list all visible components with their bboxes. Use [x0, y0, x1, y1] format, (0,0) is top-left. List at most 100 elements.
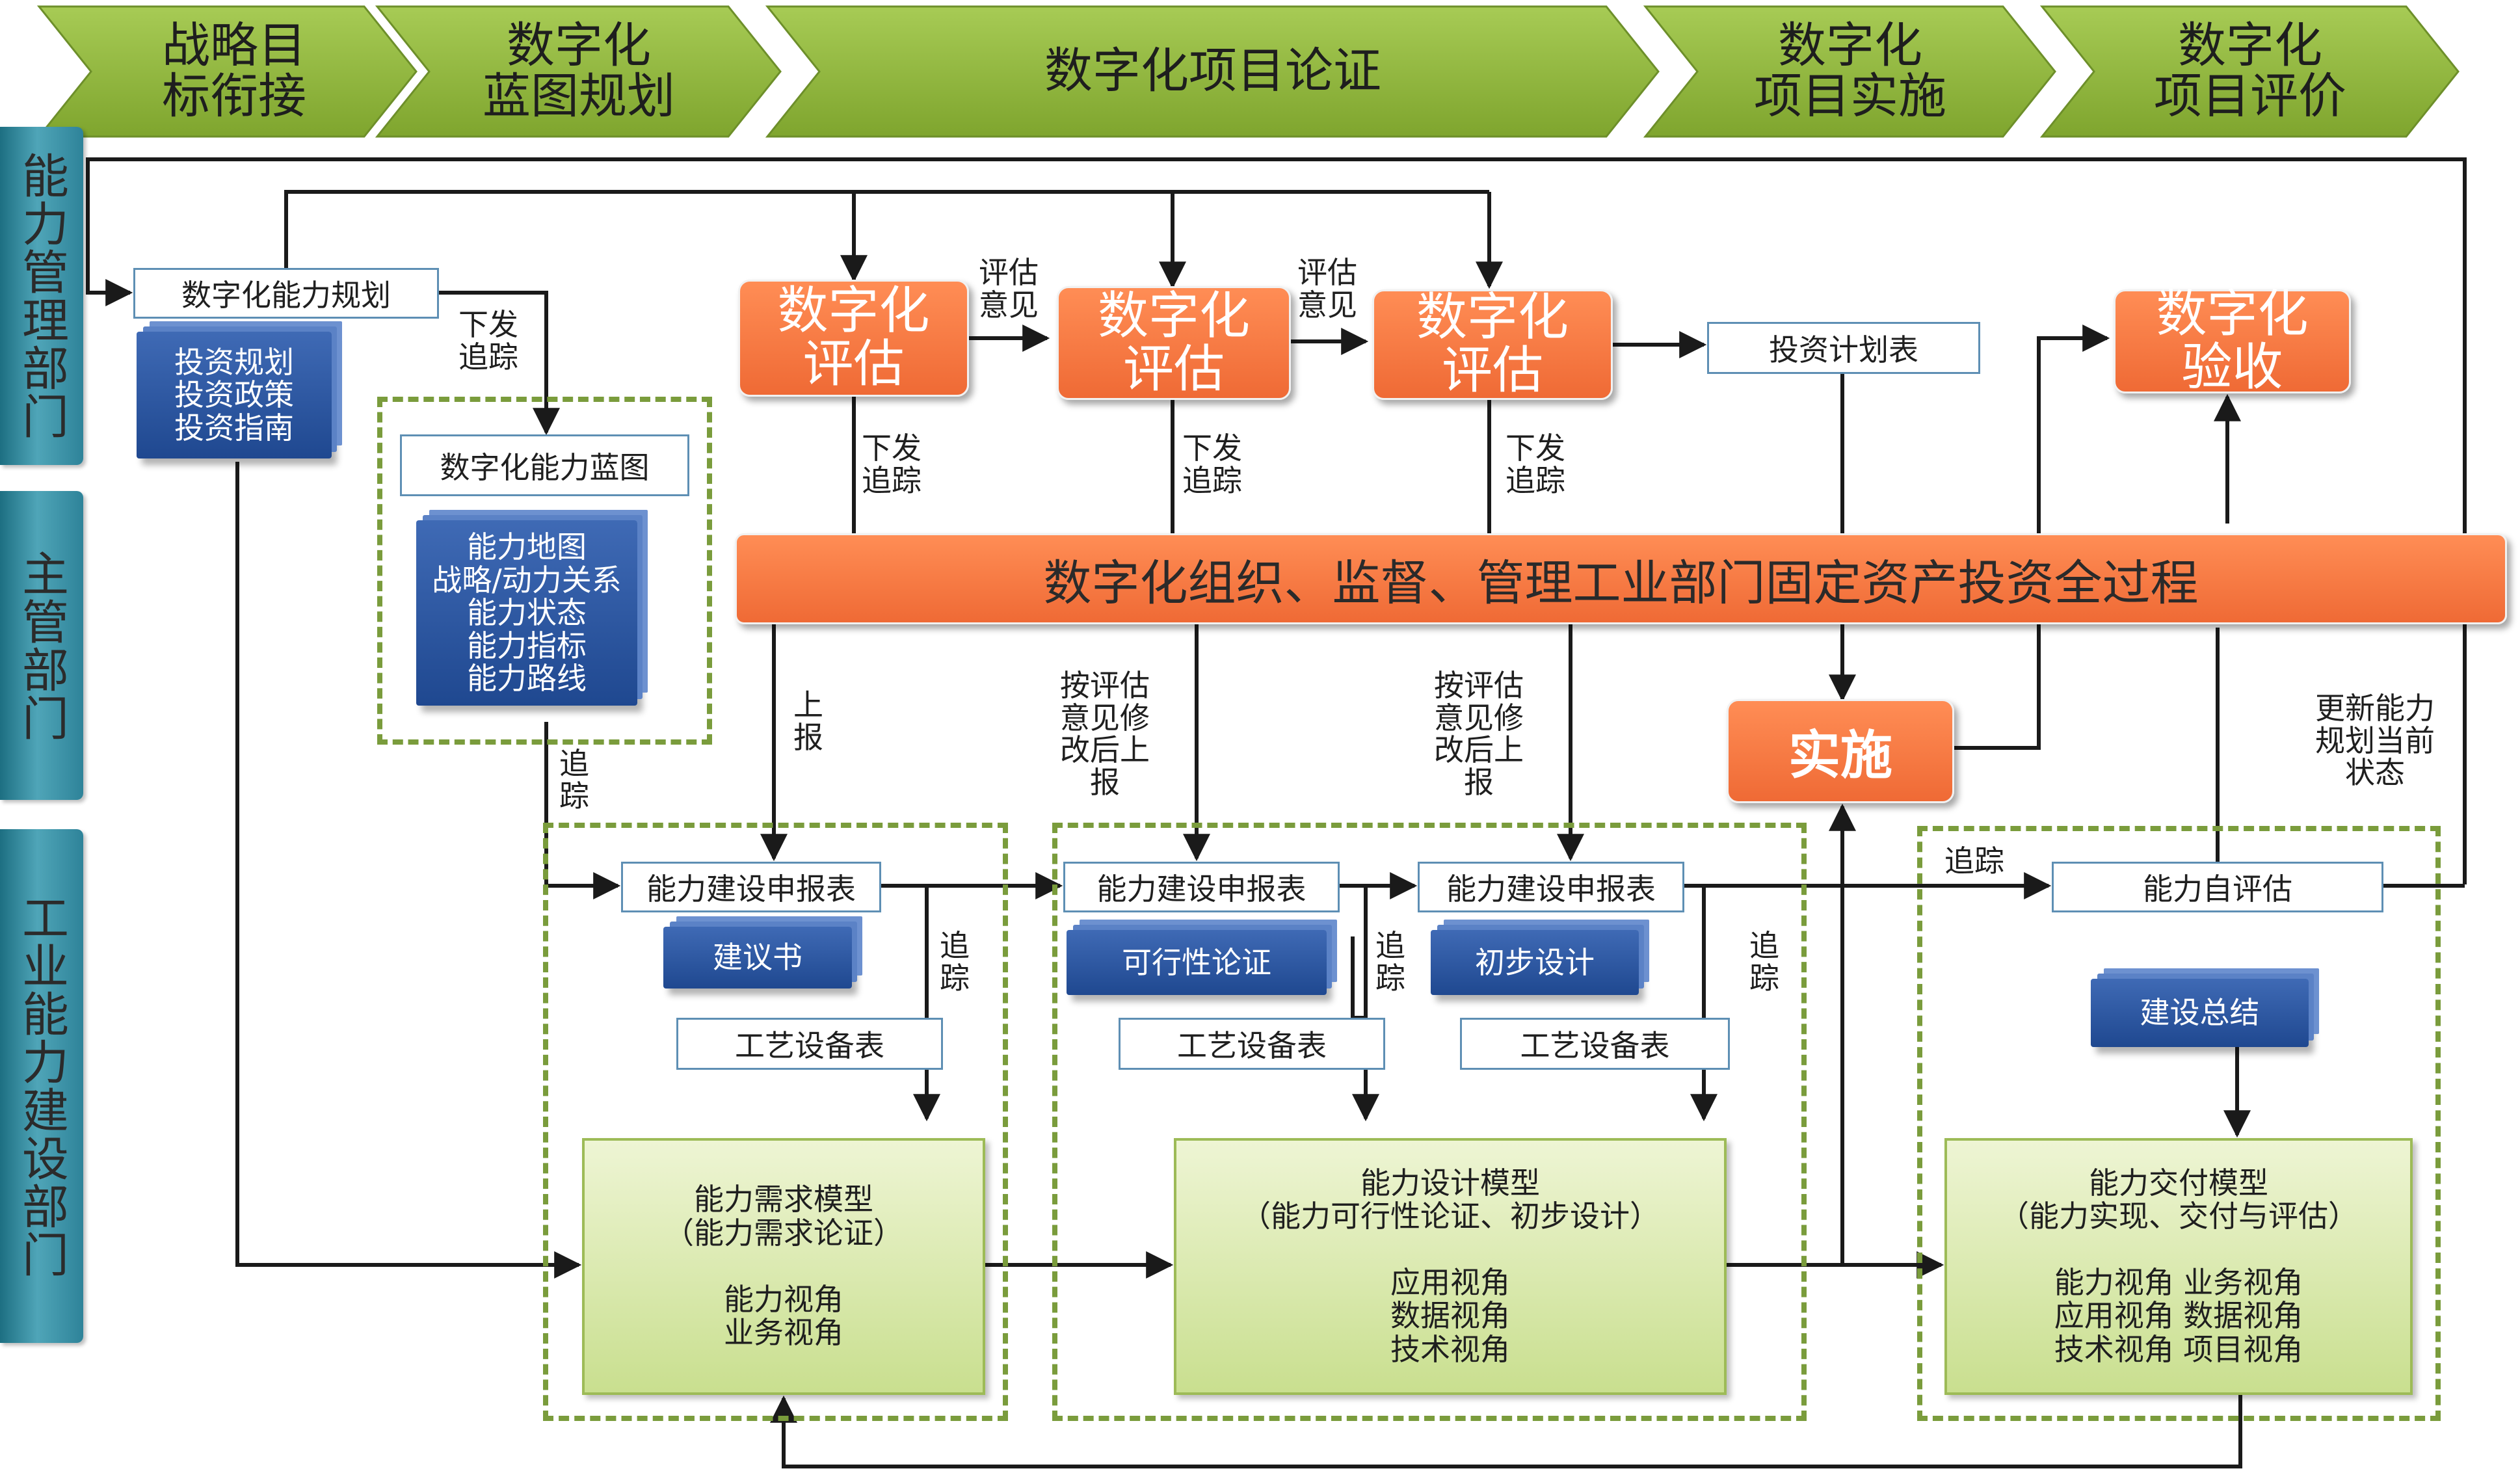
process-bar: 数字化组织、监督、管理工业部门固定资产投资全过程: [735, 533, 2507, 624]
label-eval-opinion-1: 评估意见: [979, 255, 1039, 323]
capability-self-assessment: 能力自评估: [2052, 862, 2383, 912]
requirement-group-frame: [543, 823, 1008, 1421]
blueprint-doc-line-4: 能力指标: [467, 628, 587, 663]
dept-ability-mgmt-label: 能力管理部门: [14, 152, 69, 440]
digital-evaluation-1: 数字化 评估: [738, 280, 969, 397]
phase-chevron-1: [36, 5, 418, 138]
label-track-self: 追踪: [1944, 843, 2004, 879]
plan-doc-line-2: 投资政策: [174, 377, 294, 413]
dept-ability-mgmt: 能力管理部门: [0, 127, 83, 465]
application-form-3-label: 能力建设申报表: [1446, 871, 1656, 907]
blueprint-group-frame: [377, 397, 712, 745]
phase-strategy-line1: 战略目: [162, 18, 306, 74]
phase-chevron-2: [375, 5, 782, 138]
capability-blueprint-box: 数字化能力蓝图: [400, 434, 689, 496]
requirement-model: 能力需求模型 （能力需求论证） 能力视角 业务视角: [582, 1138, 985, 1395]
equipment-table-2: 工艺设备表: [1119, 1018, 1385, 1070]
eval2-line2: 评估: [1122, 339, 1225, 399]
delivery-model-subtitle: （能力实现、交付与评估）: [1999, 1199, 2358, 1234]
phase-chevron-4: [1643, 5, 2056, 138]
feasibility-doc: 可行性论证: [1067, 930, 1327, 995]
label-issue-track-plan: 下发追踪: [458, 307, 518, 375]
plan-doc-line-3: 投资指南: [174, 410, 294, 445]
phase-implementation-line2: 项目实施: [1754, 68, 1946, 124]
requirement-model-view-1: 能力视角: [724, 1281, 843, 1317]
label-revise-report-1: 按评估意见修改后上报: [1060, 668, 1150, 801]
capability-plan-label: 数字化能力规划: [181, 278, 391, 313]
phase-evaluation: 数字化项目评价: [2094, 0, 2406, 143]
construction-summary-doc-label: 建设总结: [2140, 995, 2260, 1031]
investment-plan-box: 投资计划表: [1707, 322, 1980, 374]
plan-doc-line-1: 投资规划: [174, 344, 294, 380]
phase-implementation-line1: 数字化: [1778, 18, 1922, 74]
label-track-1: 追踪: [940, 928, 970, 996]
capability-plan-box: 数字化能力规划: [133, 268, 439, 319]
blueprint-doc-line-5: 能力路线: [467, 661, 587, 697]
label-issue-track-c: 下发追踪: [1505, 431, 1565, 498]
phase-demonstration: 数字化项目论证: [819, 0, 1606, 143]
phase-strategy-line2: 标衔接: [162, 68, 306, 124]
design-model-view-1: 应用视角: [1390, 1264, 1510, 1300]
preliminary-design-doc-label: 初步设计: [1475, 944, 1595, 980]
equipment-table-3-label: 工艺设备表: [1520, 1028, 1670, 1063]
plan-docs-stack: 投资规划 投资政策 投资指南: [137, 332, 332, 458]
capability-application-form-2: 能力建设申报表: [1063, 862, 1340, 912]
label-issue-track-a: 下发追踪: [862, 431, 922, 498]
blueprint-doc-line-1: 能力地图: [467, 529, 587, 565]
capability-blueprint-label: 数字化能力蓝图: [440, 449, 650, 485]
process-bar-label: 数字化组织、监督、管理工业部门固定资产投资全过程: [1043, 555, 2199, 611]
capability-application-form-1: 能力建设申报表: [621, 862, 881, 912]
delivery-model-view-2: 应用视角 数据视角: [2054, 1298, 2303, 1334]
label-track-2: 追踪: [1375, 928, 1405, 996]
construction-summary-doc: 建设总结: [2091, 979, 2309, 1047]
delivery-model: 能力交付模型 （能力实现、交付与评估） 能力视角 业务视角 应用视角 数据视角 …: [1944, 1138, 2413, 1395]
acceptance-line1: 数字化: [2156, 285, 2309, 344]
dept-supervisor: 主管部门: [0, 491, 83, 800]
eval3-line2: 评估: [1441, 341, 1543, 400]
phase-evaluation-line1: 数字化: [2178, 18, 2322, 74]
eval1-line2: 评估: [802, 335, 905, 393]
label-eval-opinion-2: 评估意见: [1297, 255, 1357, 323]
phase-evaluation-line2: 项目评价: [2154, 68, 2346, 124]
delivery-group-frame: [1917, 826, 2441, 1421]
eval3-line1: 数字化: [1416, 288, 1569, 347]
design-model-subtitle: （能力可行性论证、初步设计）: [1241, 1199, 1660, 1234]
phase-strategy: 战略目标衔接: [91, 0, 377, 143]
design-model: 能力设计模型 （能力可行性论证、初步设计） 应用视角 数据视角 技术视角: [1174, 1138, 1727, 1395]
equipment-table-1: 工艺设备表: [676, 1018, 943, 1070]
phase-implementation: 数字化项目实施: [1697, 0, 2003, 143]
self-assessment-label: 能力自评估: [2143, 871, 2292, 907]
delivery-model-view-3: 技术视角 项目视角: [2054, 1331, 2303, 1367]
design-model-view-3: 技术视角: [1390, 1331, 1510, 1367]
dept-industry-label: 工业能力建设部门: [14, 894, 69, 1279]
phase-blueprint-line1: 数字化: [507, 18, 651, 74]
acceptance-line2: 验收: [2181, 338, 2283, 397]
equipment-table-1-label: 工艺设备表: [735, 1028, 884, 1063]
phase-blueprint: 数字化蓝图规划: [429, 0, 728, 143]
label-report-up: 上报: [793, 687, 823, 755]
label-track-3: 追踪: [1749, 928, 1779, 996]
label-issue-track-b: 下发追踪: [1182, 431, 1242, 498]
delivery-model-view-1: 能力视角 业务视角: [2054, 1264, 2303, 1300]
requirement-model-subtitle: （能力需求论证）: [664, 1215, 903, 1251]
phase-chevron-3: [765, 5, 1660, 138]
eval2-line1: 数字化: [1097, 286, 1250, 345]
blueprint-docs-stack: 能力地图 战略/动力关系 能力状态 能力指标 能力路线: [416, 520, 637, 706]
digital-acceptance: 数字化 验收: [2114, 285, 2351, 397]
implementation-label: 实施: [1788, 725, 1892, 786]
design-group-frame: [1052, 823, 1807, 1421]
label-track-blueprint: 追踪: [559, 746, 589, 814]
digital-evaluation-3: 数字化 评估: [1372, 289, 1613, 400]
proposal-doc-label: 建议书: [713, 940, 802, 975]
design-model-title: 能力设计模型: [1360, 1165, 1540, 1201]
equipment-table-2-label: 工艺设备表: [1177, 1028, 1327, 1063]
proposal-doc: 建议书: [663, 927, 852, 989]
dept-industry: 工业能力建设部门: [0, 829, 83, 1343]
application-form-2-label: 能力建设申报表: [1096, 871, 1306, 907]
eval1-line1: 数字化: [777, 282, 930, 341]
phase-chevrons: [36, 5, 2460, 138]
phase-blueprint-line2: 蓝图规划: [483, 68, 675, 124]
phase-chevron-5: [2039, 5, 2460, 138]
dept-supervisor-label: 主管部门: [14, 549, 69, 742]
phase-demonstration-line1: 数字化项目论证: [1044, 43, 1381, 100]
